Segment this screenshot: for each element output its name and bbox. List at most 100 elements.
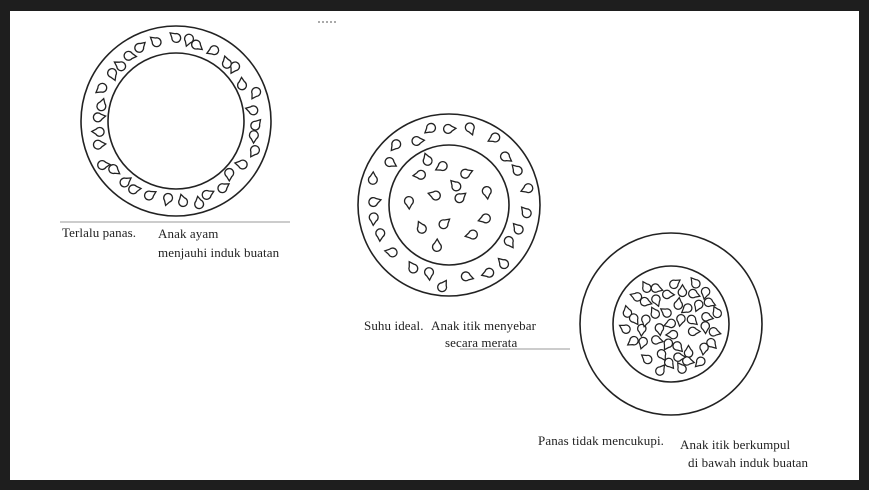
chick-icon [424, 267, 434, 280]
chick-icon [448, 178, 463, 193]
chick-icon [701, 322, 710, 334]
chick-icon [437, 216, 452, 231]
chick-icon [688, 275, 702, 289]
chick-icon [518, 204, 533, 219]
chick-icon [432, 239, 441, 252]
chick-icon [201, 187, 216, 200]
chick-icon [375, 229, 384, 242]
brooder-ideal [358, 114, 540, 296]
chick-icon [686, 314, 700, 328]
chick-icon [701, 312, 714, 323]
chick-icon [248, 86, 262, 101]
caption-too-hot-desc-2: menjauhi induk buatan [158, 245, 279, 261]
chick-icon [639, 352, 653, 366]
chick-icon [655, 323, 665, 336]
caption-too-cold-desc-2: di bawah induk buatan [688, 455, 808, 471]
chick-icon [625, 335, 639, 349]
chick-icon [244, 104, 258, 116]
chick-icon [639, 296, 653, 307]
chick-icon [480, 267, 495, 279]
chick-icon [177, 193, 189, 207]
chick-icon [486, 132, 501, 145]
chick-icon [688, 327, 700, 336]
chick-icon [93, 140, 106, 150]
chick-icon [674, 297, 684, 310]
brooder-too-cold [580, 233, 762, 415]
chick-icon [421, 152, 433, 167]
chick-icon [161, 192, 173, 206]
chick-icon [434, 160, 449, 174]
chick-icon [167, 30, 182, 45]
chick-icon [436, 278, 450, 293]
chick-icon [225, 169, 234, 181]
chick-icon [482, 186, 492, 199]
chick-icon [663, 318, 677, 330]
chick-icon [464, 122, 477, 137]
chick-icon [666, 330, 678, 339]
chick-icon [368, 172, 377, 185]
chick-cluster [617, 275, 722, 377]
chick-icon [128, 184, 141, 194]
chick-icon [93, 82, 108, 96]
chick-icon [388, 138, 403, 153]
chick-icon [422, 122, 437, 137]
chick-icon [675, 314, 685, 327]
chick-icon [464, 229, 478, 240]
chick-icon [510, 221, 525, 236]
chick-icon [369, 213, 379, 226]
chick-icon [133, 39, 148, 54]
caption-too-hot-status: Terlalu panas. [62, 225, 136, 241]
chick-icon [124, 51, 137, 61]
chick-icon [443, 124, 456, 134]
chick-icon [651, 335, 664, 346]
chick-icon [687, 288, 701, 300]
chick-icon [692, 299, 704, 313]
brooder-too-hot [81, 26, 271, 216]
chick-icon [148, 34, 163, 49]
chick-icon [249, 117, 264, 132]
chick-icon [509, 162, 524, 177]
caption-ideal-desc-2: secara merata [445, 335, 517, 351]
chick-icon [503, 235, 517, 250]
chick-icon [414, 220, 427, 235]
chick-icon [368, 196, 382, 208]
chick-icon [413, 170, 426, 180]
chick-icon [459, 167, 474, 180]
heater-ring [108, 53, 244, 189]
chick-icon [708, 327, 721, 338]
caption-too-cold-desc-1: Anak itik berkumpul [680, 437, 790, 453]
chick-icon [499, 150, 514, 164]
chick-icon [658, 305, 672, 318]
chick-icon [247, 144, 261, 159]
chick-icon [495, 255, 510, 270]
chick-icon [234, 159, 248, 170]
chick-icon [383, 156, 398, 170]
caption-ideal-status: Suhu ideal. [364, 318, 424, 334]
chick-icon [639, 280, 652, 294]
chick-icon [519, 182, 534, 195]
chick-icon [678, 285, 687, 297]
chick-icon [662, 290, 674, 299]
chick-icon [93, 112, 107, 123]
chick-icon [650, 283, 664, 294]
chick-icon [237, 77, 247, 90]
chick-icon [617, 322, 631, 335]
caption-too-hot-desc-1: Anak ayam [158, 226, 218, 242]
chick-icon [671, 340, 685, 354]
chick-icon [404, 196, 413, 209]
outer-ring [358, 114, 540, 296]
chick-icon [91, 127, 104, 136]
chick-icon [384, 247, 398, 258]
chick-cluster [91, 30, 263, 210]
chick-icon [249, 131, 258, 144]
chick-icon [460, 271, 474, 283]
chick-icon [412, 136, 425, 146]
chick-icon [106, 67, 119, 82]
chick-icon [684, 345, 693, 357]
chick-icon [427, 189, 441, 201]
chick-icon [96, 97, 108, 111]
chick-icon [405, 259, 419, 274]
chick-icon [143, 188, 158, 202]
